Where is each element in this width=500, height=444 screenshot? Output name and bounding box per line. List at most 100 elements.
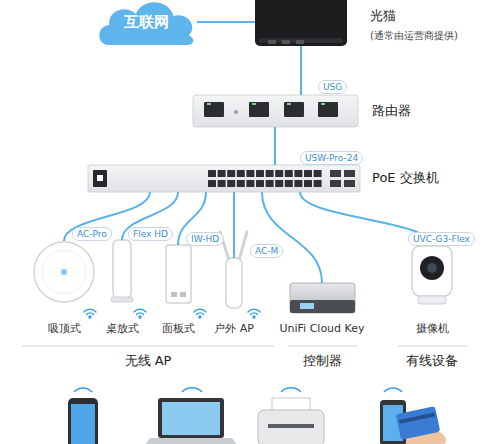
network-cable — [300, 46, 302, 95]
device-node: UVC-G3-Flex摄像机 — [412, 246, 452, 304]
switch-device — [314, 170, 322, 177]
router-node: USG路由器 — [193, 95, 358, 127]
camera — [412, 246, 452, 296]
laptop-icon — [182, 388, 202, 392]
switch-device — [275, 170, 283, 177]
model-tag: UVC-G3-Flex — [408, 232, 475, 246]
router-device — [287, 103, 291, 105]
network-cable — [233, 192, 235, 258]
wall-ap — [166, 245, 191, 303]
switch-device — [294, 180, 302, 187]
wall-ap — [171, 292, 177, 297]
group-label: 无线 AP — [122, 352, 175, 370]
cloud-shape — [99, 2, 193, 45]
printer-icon — [268, 424, 314, 428]
ceiling-ap — [42, 250, 86, 294]
card-payment-icon — [396, 406, 441, 440]
printer-icon — [258, 410, 324, 444]
wifi-icon — [199, 316, 201, 318]
switch-device — [285, 170, 293, 177]
modem-device — [255, 0, 347, 46]
router-device — [193, 95, 358, 127]
wifi-icon — [89, 316, 91, 318]
switch-device — [237, 180, 245, 187]
device-name: 光猫 — [370, 8, 396, 24]
switch-device — [208, 170, 322, 187]
switch-device — [344, 170, 355, 177]
model-tag: Flex HD — [128, 227, 173, 241]
router-device — [207, 103, 211, 105]
switch-device — [208, 180, 216, 187]
wall-ap — [166, 245, 191, 303]
cloud-key — [290, 283, 355, 313]
device-node: UniFi Cloud Key — [290, 283, 355, 313]
cloud-key — [290, 283, 355, 313]
device-type: 桌放式 — [106, 322, 139, 336]
ceiling-ap — [34, 242, 94, 302]
switch-device — [227, 180, 235, 187]
phone-icon — [68, 398, 98, 444]
modem-device — [282, 40, 290, 44]
router-device — [249, 102, 269, 117]
phone-icon — [74, 388, 92, 392]
switch-device — [218, 180, 226, 187]
modem-device — [259, 38, 343, 43]
switch-device — [266, 180, 274, 187]
switch-device — [266, 170, 274, 177]
switch-device — [88, 165, 360, 192]
switch-device — [227, 170, 235, 177]
device-type: 面板式 — [162, 322, 195, 336]
wifi-icon — [194, 309, 206, 314]
switch-node: USW-Pro-24PoE 交换机 — [88, 165, 360, 192]
wall-ap — [180, 292, 186, 297]
group-rule — [22, 346, 274, 347]
router-device — [284, 102, 304, 117]
switch-device — [294, 170, 302, 177]
switch-device — [246, 180, 254, 187]
router-device — [204, 102, 224, 117]
wifi-icon — [84, 309, 260, 318]
wifi-icon — [253, 316, 255, 318]
group-rule — [398, 346, 468, 347]
group-rule — [288, 346, 358, 347]
card-payment-icon — [399, 412, 435, 423]
desktop-ap — [113, 240, 131, 298]
wifi-icon — [84, 309, 96, 318]
ceiling-ap — [34, 242, 94, 302]
switch-device — [88, 165, 360, 192]
outdoor-ap — [226, 258, 242, 308]
phone-icon — [68, 388, 98, 444]
group-rule — [22, 346, 468, 347]
device-node: Flex HD桌放式 — [113, 240, 131, 302]
wifi-icon — [84, 309, 96, 314]
modem-node: 光猫(通常由运营商提供) — [255, 0, 347, 46]
card-payment-icon — [384, 388, 402, 392]
switch-device — [285, 180, 293, 187]
switch-device — [93, 170, 107, 187]
switch-device — [330, 180, 341, 187]
wifi-icon — [134, 309, 146, 314]
switch-device — [275, 180, 283, 187]
group-label: 有线设备 — [403, 352, 461, 370]
router-device — [321, 103, 325, 105]
device-name: PoE 交换机 — [372, 170, 439, 186]
wifi-icon — [134, 309, 146, 318]
network-cable — [122, 192, 178, 240]
switch-device — [208, 170, 216, 177]
cloud-node: 互联网 — [95, 0, 197, 46]
network-cable — [274, 127, 276, 165]
group-label: 控制器 — [300, 352, 345, 370]
cloud-label: 互联网 — [124, 13, 169, 32]
switch-device — [246, 170, 254, 177]
switch-device — [237, 170, 245, 177]
outdoor-ap — [239, 232, 247, 260]
laptop-icon — [162, 402, 220, 435]
model-tag: IW-HD — [186, 232, 224, 246]
device-type: 吸顶式 — [48, 322, 81, 336]
model-tag: AC-M — [250, 244, 283, 258]
device-node: IW-HD面板式 — [166, 245, 191, 303]
desktop-ap — [111, 297, 133, 302]
wifi-icon — [194, 309, 206, 318]
laptop-icon — [144, 438, 238, 444]
